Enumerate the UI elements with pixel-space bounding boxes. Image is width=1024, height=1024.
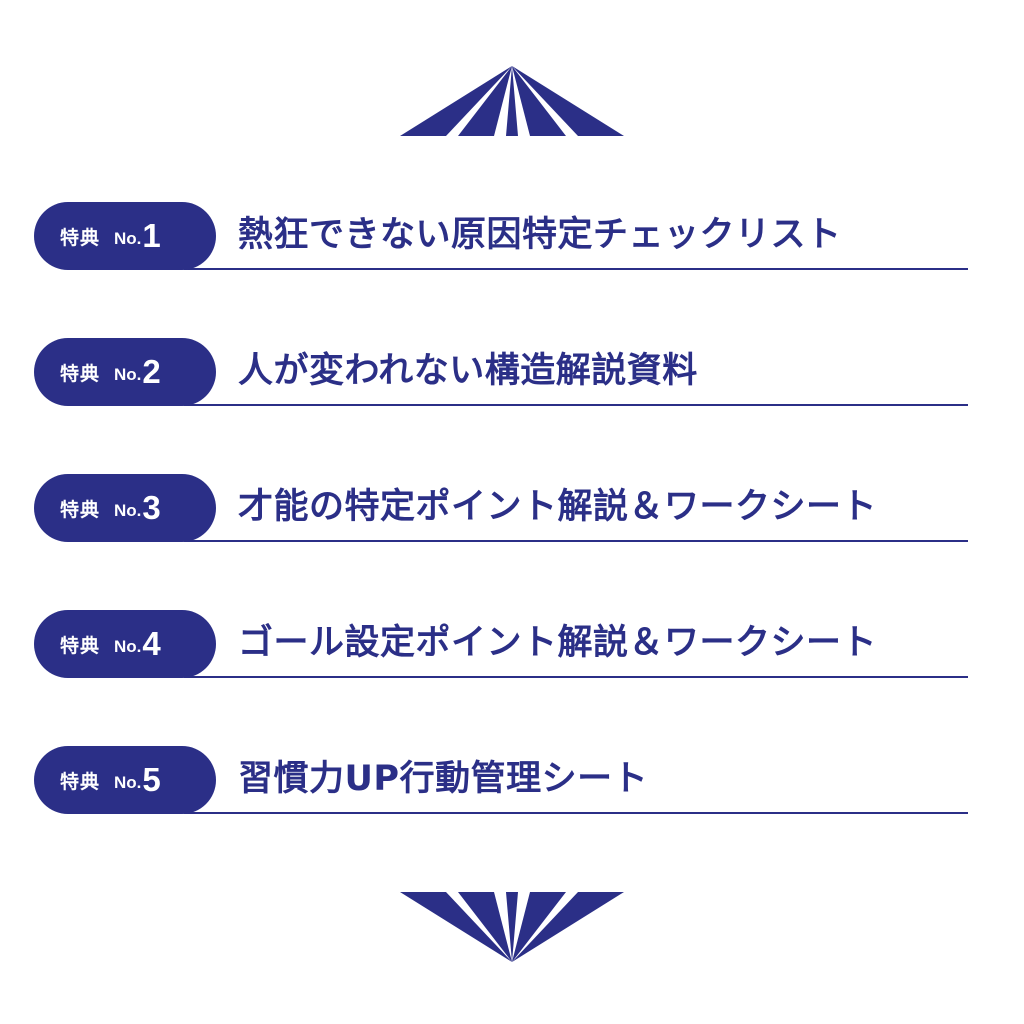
badge-prefix: No. xyxy=(114,501,142,520)
bonus-item-5: 特典 No. 5 習慣力UP行動管理シート xyxy=(34,746,968,816)
badge-prefix: No. xyxy=(114,773,142,792)
bonus-title: 人が変われない構造解説資料 xyxy=(238,351,698,391)
bonus-badge: 特典 No. 1 xyxy=(34,202,216,270)
badge-number: 3 xyxy=(142,489,161,526)
badge-label: 特典 xyxy=(60,362,101,385)
badge-number: 2 xyxy=(142,353,161,390)
bonus-item-3: 特典 No. 3 才能の特定ポイント解説＆ワークシート xyxy=(34,474,968,544)
top-sunburst-rays-icon xyxy=(400,66,624,136)
bonus-item-1: 特典 No. 1 熱狂できない原因特定チェックリスト xyxy=(34,202,968,272)
underline xyxy=(184,676,968,678)
badge-prefix: No. xyxy=(114,229,142,248)
badge-label: 特典 xyxy=(60,770,101,793)
underline xyxy=(184,812,968,814)
bonus-badge: 特典 No. 4 xyxy=(34,610,216,678)
badge-prefix: No. xyxy=(114,637,142,656)
bonus-title: 才能の特定ポイント解説＆ワークシート xyxy=(238,487,878,527)
underline xyxy=(184,540,968,542)
bonus-item-4: 特典 No. 4 ゴール設定ポイント解説＆ワークシート xyxy=(34,610,968,680)
badge-prefix: No. xyxy=(114,365,142,384)
bonus-item-2: 特典 No. 2 人が変われない構造解説資料 xyxy=(34,338,968,408)
underline xyxy=(184,268,968,270)
badge-label: 特典 xyxy=(60,498,101,521)
bottom-sunburst-rays-icon xyxy=(400,892,624,962)
badge-number: 1 xyxy=(142,217,161,254)
badge-label: 特典 xyxy=(60,634,101,657)
underline xyxy=(184,404,968,406)
bonus-badge: 特典 No. 5 xyxy=(34,746,216,814)
bonus-title: ゴール設定ポイント解説＆ワークシート xyxy=(238,623,878,663)
bonus-badge: 特典 No. 2 xyxy=(34,338,216,406)
bonus-badge: 特典 No. 3 xyxy=(34,474,216,542)
badge-number: 5 xyxy=(142,761,161,798)
badge-number: 4 xyxy=(142,625,161,662)
badge-label: 特典 xyxy=(60,226,101,249)
bonus-title: 熱狂できない原因特定チェックリスト xyxy=(238,215,842,255)
bonus-title: 習慣力UP行動管理シート xyxy=(238,759,649,799)
